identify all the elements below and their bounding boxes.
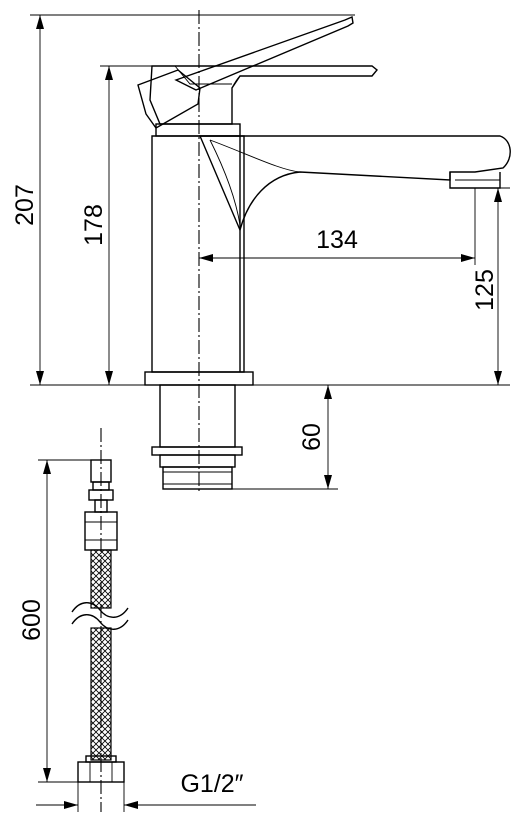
hose-braid-lower xyxy=(90,627,112,761)
hose-length-label: 600 xyxy=(18,599,46,641)
break-line-icon xyxy=(71,602,129,630)
spout-height-label: 125 xyxy=(471,269,499,311)
body-height-label: 178 xyxy=(80,204,108,246)
shank xyxy=(151,384,243,490)
faucet xyxy=(137,10,511,492)
hose-bottom-nut xyxy=(77,755,125,783)
dimension-spout-height: 125 xyxy=(253,187,510,386)
dimension-hose-length: 600 xyxy=(18,459,91,783)
hose xyxy=(71,428,129,812)
hose-braid-upper xyxy=(90,549,112,609)
lever-raised xyxy=(137,16,354,129)
shank-length-label: 60 xyxy=(298,423,326,451)
spout-reach-label: 134 xyxy=(316,226,358,254)
hose-thread-label: G1/2″ xyxy=(180,770,243,798)
lever-lowered xyxy=(149,65,378,125)
faucet-spout xyxy=(198,135,511,233)
cartridge-cap xyxy=(155,123,241,137)
dimension-total-height: 207 xyxy=(11,14,355,386)
dimension-hose-thread: G1/2″ xyxy=(36,770,256,812)
dimension-body-height: 178 xyxy=(80,65,152,385)
total-height-label: 207 xyxy=(11,184,39,226)
dimension-spout-reach: 134 xyxy=(199,188,476,265)
dimension-shank-length: 60 xyxy=(232,385,338,490)
hose-top-fitting xyxy=(84,459,118,551)
faucet-body xyxy=(151,135,245,373)
